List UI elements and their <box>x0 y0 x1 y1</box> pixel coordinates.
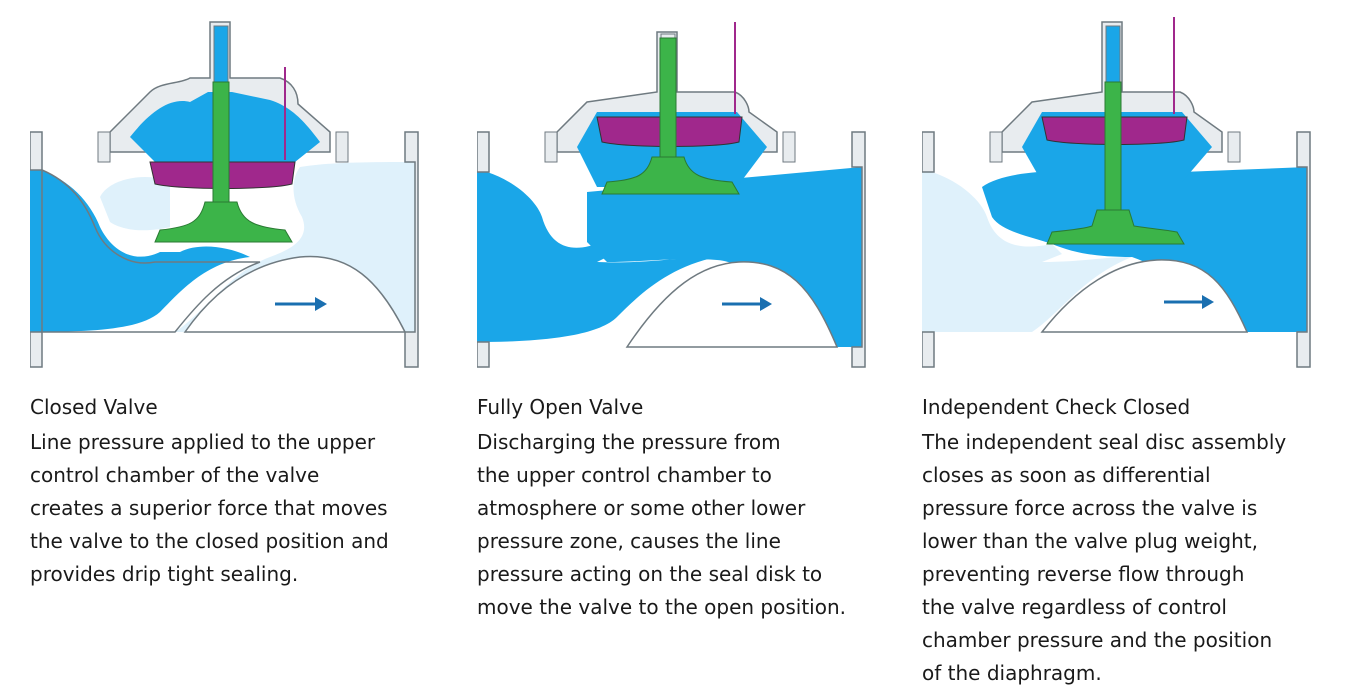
description-line: the valve regardless of control <box>922 595 1227 619</box>
description-line: Discharging the pressure from <box>477 430 781 454</box>
flow-arrow-icon <box>1164 295 1214 309</box>
description-line: control chamber of the valve <box>30 463 320 487</box>
panel-description: Line pressure applied to the upper contr… <box>30 426 460 591</box>
description-line: of the diaphragm. <box>922 661 1102 685</box>
flow-arrow-icon <box>275 297 327 311</box>
outlet-water <box>982 167 1307 332</box>
inlet-water <box>477 172 717 342</box>
panel-title: Fully Open Valve <box>477 395 644 419</box>
description-line: the valve to the closed position and <box>30 529 389 553</box>
inlet-water <box>30 170 250 332</box>
stem-tube <box>213 25 229 87</box>
panel-title: Independent Check Closed <box>922 395 1191 419</box>
lower-cavity <box>1040 259 1249 333</box>
inlet-chamber <box>100 177 170 231</box>
bolt-icon <box>782 131 796 163</box>
seal-disc <box>601 156 740 195</box>
panel-fully-open-valve: Fully Open Valve Discharging the pressur… <box>477 0 897 692</box>
flow-arrow-icon <box>722 297 772 311</box>
inlet-water <box>922 172 1132 332</box>
description-line: the upper control chamber to <box>477 463 772 487</box>
bolt-icon <box>544 131 558 163</box>
description-line: closes as soon as differential <box>922 463 1211 487</box>
panel-description: The independent seal disc assembly close… <box>922 426 1350 690</box>
valve-body <box>477 131 866 368</box>
caption-independent-check-closed: Independent Check Closed The independent… <box>922 392 1350 690</box>
panel-independent-check-closed: Independent Check Closed The independent… <box>922 0 1342 692</box>
diagram-independent-check-closed <box>922 17 1311 368</box>
diagram-fully-open-valve <box>477 22 866 368</box>
valve-stem <box>1104 81 1122 223</box>
description-line: pressure zone, causes the line <box>477 529 781 553</box>
description-line: The independent seal disc assembly <box>922 430 1287 454</box>
description-line: move the valve to the open position. <box>477 595 847 619</box>
panel-title: Closed Valve <box>30 395 158 419</box>
panel-closed-valve: Closed Valve Line pressure applied to th… <box>30 0 450 692</box>
panel-description: Discharging the pressure from the upper … <box>477 426 907 624</box>
description-line: atmosphere or some other lower <box>477 496 806 520</box>
description-line: lower than the valve plug weight, <box>922 529 1258 553</box>
description-line: preventing reverse flow through <box>922 562 1245 586</box>
bolt-icon <box>1227 131 1241 163</box>
description-line: creates a superior force that moves <box>30 496 388 520</box>
seal-disc <box>154 201 293 243</box>
valve-body <box>922 131 1311 368</box>
bolt-icon <box>97 131 111 163</box>
description-line: pressure force across the valve is <box>922 496 1258 520</box>
description-line: provides drip tight sealing. <box>30 562 299 586</box>
diagram-closed-valve <box>30 21 419 368</box>
seal-disc <box>1046 209 1185 245</box>
description-line: chamber pressure and the position <box>922 628 1273 652</box>
bolt-icon <box>335 131 349 163</box>
body-wall <box>41 168 261 333</box>
lower-cavity <box>183 255 407 333</box>
description-line: pressure acting on the seal disk to <box>477 562 823 586</box>
description-line: Line pressure applied to the upper <box>30 430 376 454</box>
bolt-icon <box>989 131 1003 163</box>
caption-fully-open-valve: Fully Open Valve Discharging the pressur… <box>477 392 907 624</box>
caption-closed-valve: Closed Valve Line pressure applied to th… <box>30 392 460 591</box>
